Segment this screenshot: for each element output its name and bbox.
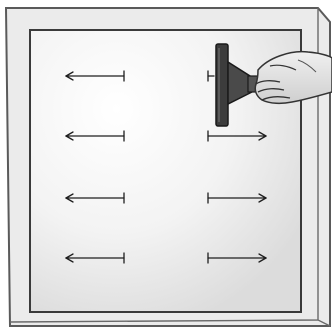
illustration-stage: [0, 0, 332, 331]
screen-illustration: [0, 0, 332, 331]
